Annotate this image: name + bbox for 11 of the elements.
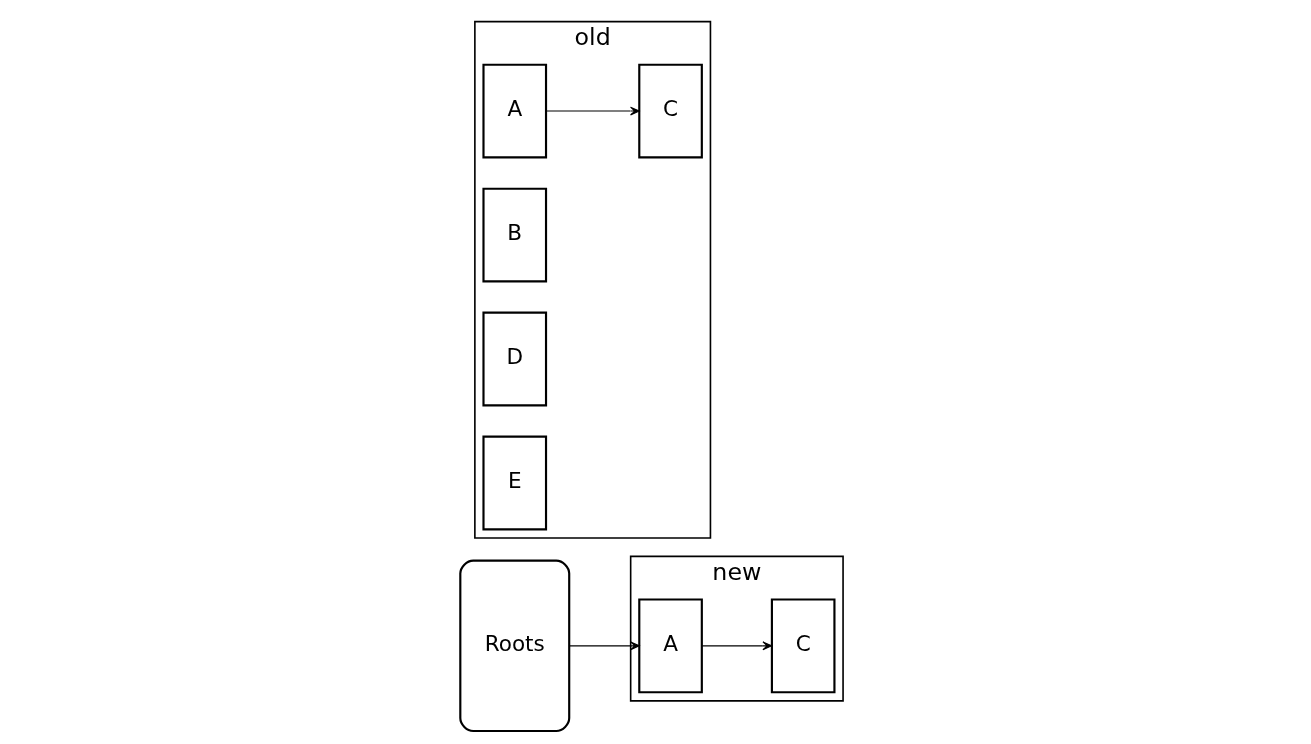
- node-box: A: [637, 598, 703, 694]
- node-box: C: [770, 598, 836, 694]
- node-box: Roots: [458, 559, 570, 733]
- node-box: B: [481, 187, 547, 283]
- node-box: C: [637, 63, 703, 159]
- node-box: D: [481, 311, 547, 407]
- node-box: A: [481, 63, 547, 159]
- arrow: [545, 106, 640, 116]
- node-box: E: [481, 435, 547, 531]
- arrow: [700, 641, 772, 651]
- arrow: [568, 641, 640, 651]
